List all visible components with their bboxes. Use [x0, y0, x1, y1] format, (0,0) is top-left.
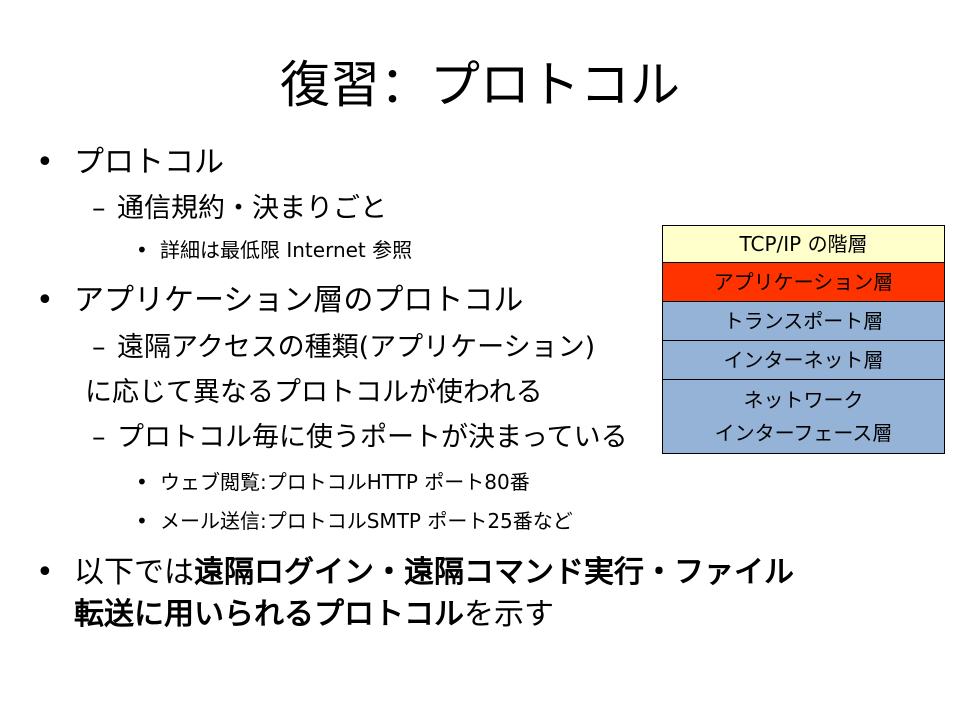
- sub-bullet-continuation: に応じて異なるプロトコルが使われる: [85, 377, 543, 408]
- bullet-marker: •: [36, 145, 54, 180]
- layer-label-line: インターフェース層: [714, 421, 893, 445]
- sub-bullet-marker: –: [92, 193, 106, 224]
- summary-bold-text: 転送に用いられるプロトコル: [74, 597, 464, 632]
- layer-header: TCP/IP の階層: [663, 226, 944, 263]
- layer-transport: トランスポート層: [663, 302, 944, 341]
- summary-bold-text: 遠隔ログイン・遠隔コマンド実行・ファイル: [194, 555, 794, 590]
- sub-bullet-text: 遠隔アクセスの種類(アプリケーション): [117, 332, 596, 363]
- summary-line-2: 転送に用いられるプロトコルを示す: [74, 595, 554, 635]
- summary-plain-text: 以下では: [74, 555, 194, 590]
- sub-sub-bullet-text: ウェブ閲覧:プロトコルHTTP ポート80番: [160, 470, 530, 494]
- sub-bullet-marker: –: [92, 422, 106, 453]
- slide-title: 復習：プロトコル: [280, 56, 680, 114]
- layer-label-line: ネットワーク: [743, 388, 864, 412]
- bullet-marker: •: [36, 555, 54, 590]
- sub-sub-bullet-marker: •: [136, 238, 148, 262]
- layer-network-interface: ネットワーク インターフェース層: [663, 380, 944, 453]
- sub-bullet-text: プロトコル毎に使うポートが決まっている: [117, 422, 628, 453]
- sub-sub-bullet-text: メール送信:プロトコルSMTP ポート25番など: [160, 509, 573, 533]
- sub-bullet-marker: –: [92, 332, 106, 363]
- bullet-text: アプリケーション層のプロトコル: [74, 283, 524, 318]
- sub-bullet-text: 通信規約・決まりごと: [117, 193, 387, 224]
- summary-plain-text: を示す: [464, 597, 554, 632]
- bullet-marker: •: [36, 283, 54, 318]
- sub-sub-bullet-marker: •: [136, 509, 148, 533]
- sub-sub-bullet-text: 詳細は最低限 Internet 参照: [160, 238, 413, 262]
- tcpip-layer-diagram: TCP/IP の階層 アプリケーション層 トランスポート層 インターネット層 ネ…: [662, 225, 945, 454]
- layer-application: アプリケーション層: [663, 263, 944, 302]
- sub-sub-bullet-marker: •: [136, 470, 148, 494]
- bullet-text: プロトコル: [74, 145, 224, 180]
- summary-line-1: 以下では遠隔ログイン・遠隔コマンド実行・ファイル: [74, 553, 794, 593]
- layer-internet: インターネット層: [663, 341, 944, 380]
